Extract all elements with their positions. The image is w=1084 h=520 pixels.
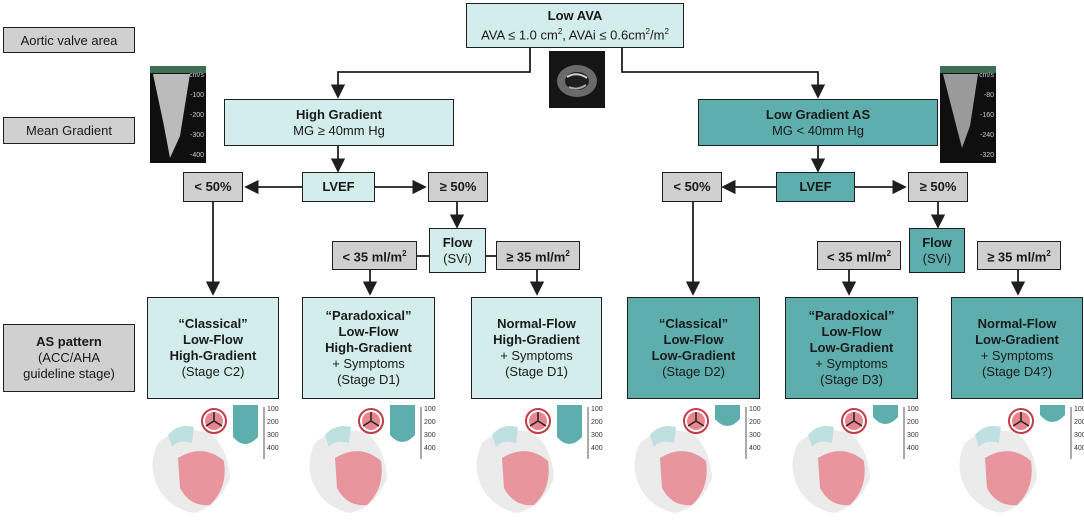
scale-tick-label: 200 — [1074, 419, 1084, 426]
heart-diagram-icon — [152, 405, 265, 513]
flow-box-right: Flow(SVi) — [909, 228, 965, 273]
scale-tick-label: 300 — [267, 432, 279, 439]
scale-tick-label: 300 — [424, 432, 436, 439]
scale-tick-label: 100 — [1074, 406, 1084, 413]
heart-illustration-2 — [305, 403, 435, 515]
scale-tick-label: 400 — [907, 445, 919, 452]
heart-diagram-icon — [959, 405, 1072, 513]
doppler-trace-high-gradient: cm/s-100-200-300-400 — [150, 66, 206, 163]
low-gradient-criteria: MG < 40mm Hg — [771, 122, 865, 138]
scale-tick-label: 200 — [424, 419, 436, 426]
svi-above-35-right: ≥ 35 ml/m2 — [977, 241, 1061, 270]
lvef-below-50-left: < 50% — [183, 172, 243, 202]
svi-below-35-left: < 35 ml/m2 — [332, 241, 417, 270]
scale-tick-label: 300 — [749, 432, 761, 439]
scale-tick-label: 100 — [907, 406, 919, 413]
scale-tick-label: 200 — [907, 419, 919, 426]
low-ava-criteria: AVA ≤ 1.0 cm2, AVAi ≤ 0.6cm2/m2 — [481, 26, 669, 43]
high-gradient-criteria: MG ≥ 40mm Hg — [293, 122, 385, 138]
lvef-below-50-right: < 50% — [662, 172, 722, 202]
scale-tick-label: 300 — [907, 432, 919, 439]
lvef-box-right: LVEF — [776, 172, 855, 202]
heart-illustration-3 — [472, 403, 602, 515]
lvef-box-left: LVEF — [302, 172, 375, 202]
scale-tick-label: 100 — [267, 406, 279, 413]
heart-diagram-icon — [634, 405, 747, 513]
doppler-tick-labels: cm/s-80-160-240-320 — [979, 72, 994, 159]
side-label-as-pattern: AS pattern (ACC/AHA guideline stage) — [3, 324, 135, 392]
high-gradient-box: High Gradient MG ≥ 40mm Hg — [224, 99, 454, 146]
side-label-sub: (ACC/AHA — [37, 350, 101, 365]
flow-box-left: Flow(SVi) — [429, 228, 486, 273]
lvef-above-50-right: ≥ 50% — [908, 172, 968, 202]
scale-tick-label: 400 — [1074, 445, 1084, 452]
low-gradient-box: Low Gradient AS MG < 40mm Hg — [698, 99, 938, 146]
heart-illustration-5 — [788, 403, 918, 515]
low-ava-title: Low AVA — [547, 7, 603, 23]
low-ava-box: Low AVA AVA ≤ 1.0 cm2, AVAi ≤ 0.6cm2/m2 — [466, 3, 684, 48]
scale-tick-label: 400 — [267, 445, 279, 452]
gradient-scale-labels: 100 200 300 400 — [267, 403, 279, 455]
svi-below-35-right: < 35 ml/m2 — [817, 241, 901, 270]
gradient-scale-labels: 100 200 300 400 — [1074, 403, 1084, 455]
gradient-scale-labels: 100 200 300 400 — [749, 403, 761, 455]
side-label-sub: guideline stage) — [23, 366, 115, 381]
gradient-scale-labels: 100 200 300 400 — [907, 403, 919, 455]
scale-tick-label: 100 — [749, 406, 761, 413]
scale-tick-label: 200 — [749, 419, 761, 426]
side-label-text: Mean Gradient — [26, 123, 112, 138]
heart-diagram-icon — [476, 405, 589, 513]
scale-tick-label: 300 — [1074, 432, 1084, 439]
low-gradient-title: Low Gradient AS — [765, 106, 871, 122]
lvef-above-50-left: ≥ 50% — [428, 172, 488, 202]
side-label-text: Aortic valve area — [20, 32, 118, 48]
scale-tick-label: 100 — [424, 406, 436, 413]
scale-tick-label: 400 — [424, 445, 436, 452]
doppler-trace-low-gradient: cm/s-80-160-240-320 — [940, 66, 996, 163]
scale-tick-label: 300 — [591, 432, 603, 439]
gradient-scale-labels: 100 200 300 400 — [591, 403, 603, 455]
high-gradient-title: High Gradient — [296, 106, 382, 122]
echocardiogram-image — [549, 51, 605, 108]
heart-illustration-1 — [148, 403, 278, 515]
scale-tick-label: 200 — [267, 419, 279, 426]
side-label-aortic-valve-area: Aortic valve area — [3, 27, 135, 53]
side-label-title: AS pattern — [36, 334, 102, 349]
scale-tick-label: 100 — [591, 406, 603, 413]
heart-diagram-icon — [309, 405, 422, 513]
gradient-scale-labels: 100 200 300 400 — [424, 403, 436, 455]
heart-illustration-6 — [955, 403, 1084, 515]
scale-tick-label: 200 — [591, 419, 603, 426]
scale-tick-label: 400 — [591, 445, 603, 452]
heart-illustration-4 — [630, 403, 760, 515]
doppler-tick-labels: cm/s-100-200-300-400 — [189, 72, 204, 159]
side-label-mean-gradient: Mean Gradient — [3, 117, 135, 144]
svi-above-35-left: ≥ 35 ml/m2 — [496, 241, 580, 270]
scale-tick-label: 400 — [749, 445, 761, 452]
heart-diagram-icon — [792, 405, 905, 513]
